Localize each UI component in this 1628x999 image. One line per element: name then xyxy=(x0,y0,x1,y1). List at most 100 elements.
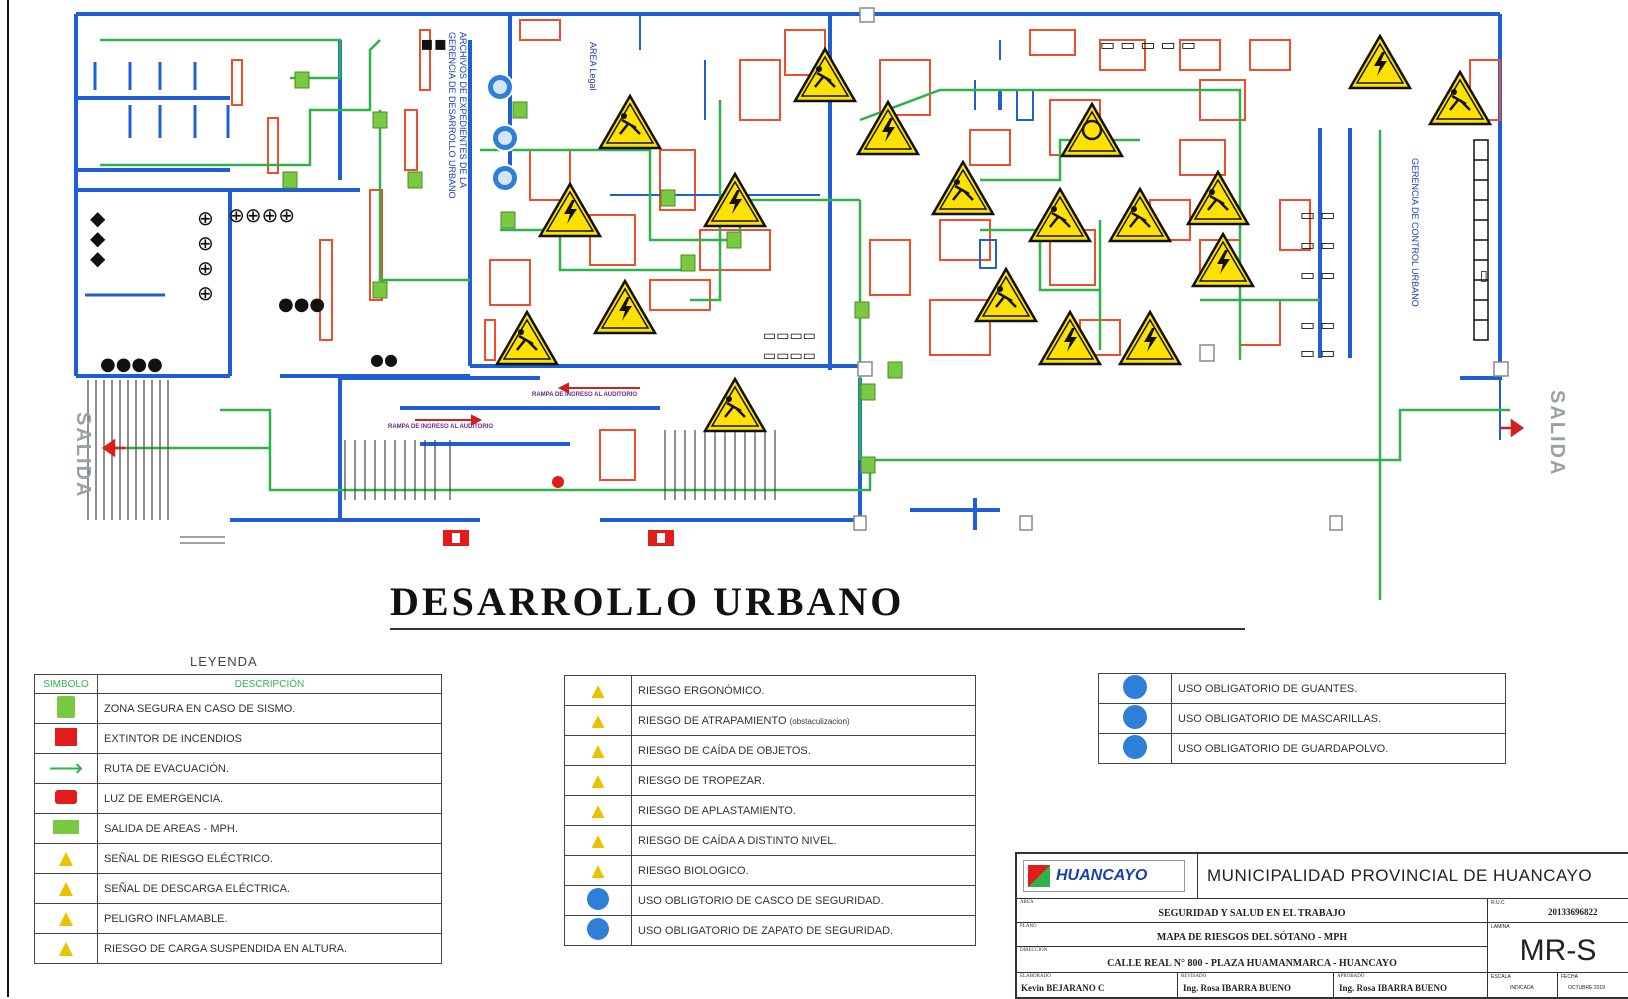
legend-text: SEÑAL DE DESCARGA ELÉCTRICA. xyxy=(97,873,442,904)
svg-text:▪▪: ▪▪ xyxy=(420,31,447,55)
direccion-value: CALLE REAL N° 800 - PLAZA HUAMANMARCA - … xyxy=(1107,958,1397,969)
svg-text:▭ ▭: ▭ ▭ xyxy=(1300,265,1335,284)
area-row: AREA SEGURIDAD Y SALUD EN EL TRABAJO xyxy=(1017,898,1487,923)
svg-text:●●●●: ●●●● xyxy=(100,354,163,375)
exit-label-left: SALIDA xyxy=(72,412,94,499)
legend-header-description: DESCRIPCIÓN xyxy=(97,674,442,694)
legend-row: ▲ SEÑAL DE RIESGO ELÉCTRICO. xyxy=(34,843,442,874)
plano-row: PLANO MAPA DE RIESGOS DEL SÓTANO - MPH xyxy=(1017,922,1487,947)
legend-text: RUTA DE EVACUACIÓN. xyxy=(97,753,442,784)
escala-value: INDICADA xyxy=(1510,985,1534,991)
mask-icon xyxy=(1123,705,1147,729)
area-value: SEGURIDAD Y SALUD EN EL TRABAJO xyxy=(1158,908,1346,919)
ergonomic-icon: ▲ xyxy=(587,677,609,703)
risk-legend-table: ▲RIESGO ERGONÓMICO. ▲RIESGO DE ATRAPAMIE… xyxy=(564,675,976,946)
legend-row: USO OBLIGATORIO DE GUARDAPOLVO. xyxy=(1098,733,1506,764)
emergency-light-icon xyxy=(55,790,77,804)
svg-text:◆: ◆ xyxy=(90,246,106,270)
area-room-label: AREA Legal xyxy=(588,42,598,91)
svg-text:▭ ▭: ▭ ▭ xyxy=(1300,343,1335,362)
coat-icon xyxy=(1123,735,1147,759)
svg-text:▭ ▭: ▭ ▭ xyxy=(1300,235,1335,254)
svg-text:●●: ●● xyxy=(370,350,398,369)
ramp-label-lower: RAMPA DE INGRESO AL AUDITORIO xyxy=(388,424,494,430)
legend-row: ▲ RIESGO DE CARGA SUSPENDIDA EN ALTURA. xyxy=(34,933,442,964)
exit-sign-icon xyxy=(53,820,79,834)
falling-objects-icon: ▲ xyxy=(587,737,609,763)
aprobado-value: Ing. Rosa IBARRA BUENO xyxy=(1339,983,1448,993)
legend-row: ▲RIESGO DE CAÍDA A DISTINTO NIVEL. xyxy=(564,825,976,856)
legend-text: RIESGO DE CARGA SUSPENDIDA EN ALTURA. xyxy=(97,933,442,964)
flammable-icon: ▲ xyxy=(54,904,78,932)
lamina-label: LAMINA xyxy=(1491,924,1510,930)
lamina-cell: LAMINA xyxy=(1487,922,1628,973)
svg-text:⊕: ⊕ xyxy=(197,206,214,230)
legend-text: ZONA SEGURA EN CASO DE SISMO. xyxy=(97,693,442,724)
aprobado-label: APROBADO xyxy=(1337,974,1365,979)
electric-shock-icon: ▲ xyxy=(54,874,78,902)
shoe-icon xyxy=(587,918,609,940)
direccion-label: DIRECCION xyxy=(1020,948,1048,953)
legend-text: RIESGO ERGONÓMICO. xyxy=(631,675,976,706)
legend-text: RIESGO DE APLASTAMIENTO. xyxy=(631,795,976,826)
legend-text: RIESGO BIOLOGICO. xyxy=(631,855,976,886)
svg-text:⊕⊕⊕⊕: ⊕⊕⊕⊕ xyxy=(228,203,295,227)
legend-row: ▲RIESGO DE TROPEZAR. xyxy=(564,765,976,796)
sheet-code: MR-S xyxy=(1519,934,1597,967)
legend-row: USO OBLIGATORIO DE ZAPATO DE SEGURIDAD. xyxy=(564,915,976,946)
gerencia-room-label: GERENCIA DE CONTROL URBANO xyxy=(1410,158,1420,307)
legend-row: ⟶ RUTA DE EVACUACIÓN. xyxy=(34,753,442,784)
revisado-value: Ing. Rosa IBARRA BUENO xyxy=(1183,983,1292,993)
fecha-cell: FECHA OCTUBRE 2019 xyxy=(1557,972,1628,998)
svg-text:▭ ▭: ▭ ▭ xyxy=(1300,205,1335,224)
legend-text: EXTINTOR DE INCENDIOS xyxy=(97,723,442,754)
legend-row: USO OBLIGTORIO DE CASCO DE SEGURIDAD. xyxy=(564,885,976,916)
legend-text: USO OBLIGATORIO DE MASCARILLAS. xyxy=(1171,703,1506,734)
fecha-label: FECHA xyxy=(1561,974,1578,980)
legend-text-note: (obstaculizacion) xyxy=(789,716,850,726)
legend-text: RIESGO DE CAÍDA DE OBJETOS. xyxy=(631,735,976,766)
legend-row: ▲ PELIGRO INFLAMABLE. xyxy=(34,903,442,934)
plano-label: PLANO xyxy=(1020,924,1037,929)
svg-text:▭ ▭ ▭ ▭ ▭: ▭ ▭ ▭ ▭ ▭ xyxy=(1100,35,1196,54)
legend-row: ▲ RIESGO DE CAÍDA DE OBJETOS. xyxy=(564,735,976,766)
arrow-icon: ⟶ xyxy=(48,754,84,782)
svg-text:⊕: ⊕ xyxy=(197,231,214,255)
svg-text:◆: ◆ xyxy=(90,206,106,230)
ppe-legend-table: USO OBLIGATORIO DE GUANTES. USO OBLIGATO… xyxy=(1098,673,1506,764)
legend-row: ▲RIESGO BIOLOGICO. xyxy=(564,855,976,886)
municipality-name: MUNICIPALIDAD PROVINCIAL DE HUANCAYO xyxy=(1207,866,1593,885)
signatures-row: ELABORADO Kevin BEJARANO C REVISADO Ing.… xyxy=(1017,972,1487,998)
legend-row: USO OBLIGATORIO DE GUANTES. xyxy=(1098,673,1506,704)
escala-cell: ESCALA INDICADA xyxy=(1487,972,1558,998)
legend-text: RIESGO DE TROPEZAR. xyxy=(631,765,976,796)
svg-text:▭ ▭: ▭ ▭ xyxy=(1300,315,1335,334)
archive-room-label: ARCHIVOS DE EXPEDIENTES DE LA GERENCIA D… xyxy=(447,32,468,199)
revisado-label: REVISADO xyxy=(1181,974,1207,979)
legend-row: ▲RIESGO DE APLASTAMIENTO. xyxy=(564,795,976,826)
elaborado-label: ELABORADO xyxy=(1020,974,1051,979)
legend-text-main: RIESGO DE ATRAPAMIENTO xyxy=(638,714,790,727)
legend-table: SIMBOLO DESCRIPCIÓN ZONA SEGURA EN CASO … xyxy=(34,674,442,964)
fecha-value: OCTUBRE 2019 xyxy=(1568,985,1605,991)
title-underline xyxy=(390,628,1245,630)
legend-title: LEYENDA xyxy=(190,654,258,669)
svg-text:◆: ◆ xyxy=(90,226,106,250)
extinguisher-icon xyxy=(55,728,77,746)
svg-text:▯: ▯ xyxy=(1480,268,1488,284)
legend-header-symbol: SIMBOLO xyxy=(34,674,98,694)
title-block: HUANCAYO MUNICIPALIDAD PROVINCIAL DE HUA… xyxy=(1015,852,1628,999)
electric-risk-icon: ▲ xyxy=(54,844,78,872)
legend-text: USO OBLIGATORIO DE GUARDAPOLVO. xyxy=(1171,733,1506,764)
svg-text:▭▭▭▭: ▭▭▭▭ xyxy=(763,348,816,364)
legend-row: ZONA SEGURA EN CASO DE SISMO. xyxy=(34,693,442,724)
legend-text: PELIGRO INFLAMABLE. xyxy=(97,903,442,934)
ruc-cell: R.U.C 20133696822 xyxy=(1487,898,1628,923)
legend-row: USO OBLIGATORIO DE MASCARILLAS. xyxy=(1098,703,1506,734)
legend-text: USO OBLIGATORIO DE GUANTES. xyxy=(1171,673,1506,704)
legend-row: ▲RIESGO DE ATRAPAMIENTO (obstaculizacion… xyxy=(564,705,976,736)
exit-label-right: SALIDA xyxy=(1546,390,1568,477)
safe-zone-icon xyxy=(57,696,75,718)
suspended-load-icon: ▲ xyxy=(54,934,78,962)
